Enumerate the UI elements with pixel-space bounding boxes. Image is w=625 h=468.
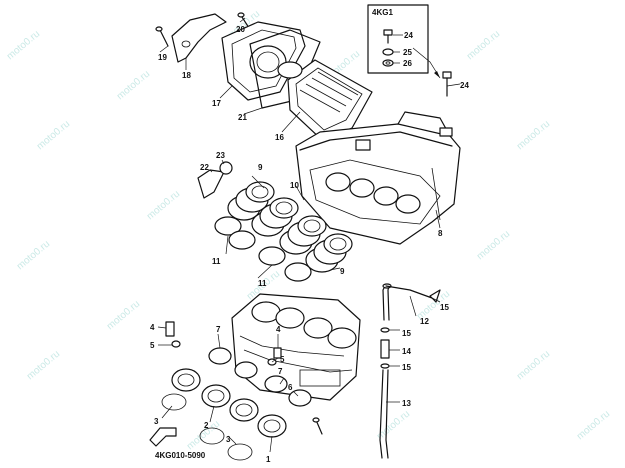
callout-13: 13	[402, 399, 411, 408]
callout-10: 10	[290, 181, 299, 190]
callout-8: 8	[438, 229, 443, 238]
inset-box-4kg1: 4KG1 24 25 26	[367, 4, 441, 79]
clamp-11-icon	[284, 262, 312, 282]
o-ring-3-icon	[199, 427, 225, 445]
clamp-11-icon	[228, 230, 256, 250]
callout-19: 19	[158, 53, 167, 62]
callout-24: 24	[460, 81, 469, 90]
filter-element-16	[287, 59, 373, 141]
carb-joint-2	[171, 368, 201, 392]
clamp-7-icon	[208, 347, 232, 365]
figure-code: 4KG010-5090	[155, 451, 206, 460]
callout-1: 1	[266, 455, 271, 464]
callout-20: 20	[236, 25, 245, 34]
drain-plug-14-icon	[380, 339, 390, 359]
o-ring-3-icon	[161, 393, 187, 411]
watermark-text: moto0.ru	[115, 69, 152, 103]
clamp-7-icon	[234, 361, 258, 379]
callout-7: 7	[278, 367, 283, 376]
clip-15-icon	[380, 363, 390, 369]
collar-icon	[382, 48, 394, 56]
hose-4-icon	[165, 321, 175, 337]
bolt-icon	[383, 29, 393, 44]
callout-9: 9	[258, 163, 263, 172]
clip-5-icon	[171, 340, 181, 348]
watermark-text: moto0.ru	[475, 229, 512, 263]
callout-14: 14	[402, 347, 411, 356]
callout-11: 11	[258, 279, 267, 288]
clamp-7-icon	[288, 389, 312, 407]
callout-3: 3	[154, 417, 159, 426]
carb-joint-2	[229, 398, 259, 422]
clamp-11-icon	[214, 216, 242, 236]
clamp-11-icon	[258, 246, 286, 266]
callout-15: 15	[402, 329, 411, 338]
callout-7: 7	[216, 325, 221, 334]
watermark-text: moto0.ru	[515, 349, 552, 383]
callout-15: 15	[440, 303, 449, 312]
callout-17: 17	[212, 99, 221, 108]
inset-label-25: 25	[403, 48, 412, 57]
intake-joint-9b	[251, 197, 299, 237]
inset-title: 4KG1	[372, 8, 393, 17]
watermark-text: moto0.ru	[515, 119, 552, 153]
intake-joints-assembly	[197, 161, 353, 282]
front-arrow-icon	[149, 427, 177, 447]
callout-6: 6	[288, 383, 293, 392]
bracket-18	[171, 13, 227, 63]
watermark-text: moto0.ru	[105, 299, 142, 333]
watermark-text: moto0.ru	[5, 29, 42, 63]
air-box-housing-8	[295, 71, 461, 245]
callout-2: 2	[204, 421, 209, 430]
air-filter-cover-assembly	[155, 12, 373, 141]
callout-4: 4	[276, 325, 281, 334]
callout-5: 5	[150, 341, 155, 350]
callout-labels: 19 18 20 17 21 16 24 8 9 23 22 10 11 11 …	[150, 25, 469, 464]
clip-23-icon	[219, 161, 233, 175]
screw-19-icon	[155, 26, 169, 47]
callout-11: 11	[212, 257, 221, 266]
intake-joint-9d	[305, 233, 353, 273]
inset-label-24: 24	[404, 31, 413, 40]
callout-12: 12	[420, 317, 429, 326]
drain-hose-13	[379, 369, 389, 459]
carburetor-assembly	[231, 293, 361, 401]
clip-15-icon	[380, 327, 390, 333]
intake-joint-9c	[279, 215, 327, 255]
carb-joint-2	[257, 414, 287, 438]
clamp-7-icon	[264, 375, 288, 393]
inset-label-26: 26	[403, 59, 412, 68]
callout-9: 9	[340, 267, 345, 276]
callout-5: 5	[280, 355, 285, 364]
callout-15: 15	[402, 363, 411, 372]
inset-frame	[367, 4, 429, 74]
callout-4: 4	[150, 323, 155, 332]
carb-joints-assembly	[161, 321, 323, 461]
watermark-text: moto0.ru	[15, 239, 52, 273]
breather-hose-22	[197, 169, 225, 199]
callout-23: 23	[216, 151, 225, 160]
washer-icon	[382, 59, 394, 67]
o-ring-3-icon	[227, 443, 253, 461]
carb-joint-2	[201, 384, 231, 408]
bolt-24-icon	[442, 71, 452, 97]
callout-18: 18	[182, 71, 191, 80]
callout-16: 16	[275, 133, 284, 142]
callout-3: 3	[226, 435, 231, 444]
watermark-text: moto0.ru	[35, 119, 72, 153]
intake-joint-9a	[227, 181, 275, 221]
watermark-text: moto0.ru	[145, 189, 182, 223]
callout-22: 22	[200, 163, 209, 172]
leader-lines	[157, 17, 461, 453]
watermark-text: moto0.ru	[25, 349, 62, 383]
drain-hose-assembly	[379, 283, 441, 459]
callout-21: 21	[238, 113, 247, 122]
watermark-text: moto0.ru	[575, 409, 612, 443]
watermark-text: moto0.ru	[465, 29, 502, 63]
